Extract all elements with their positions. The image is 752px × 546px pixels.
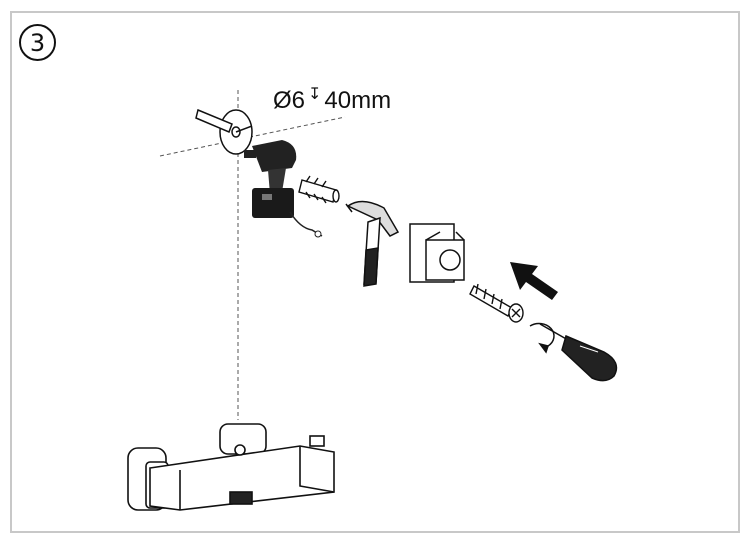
hammer-icon xyxy=(345,200,400,287)
step-number: 3 xyxy=(29,28,46,57)
screw-icon xyxy=(469,283,524,323)
drill-bit-icon xyxy=(195,108,253,155)
drill-diameter: Ø6 xyxy=(273,87,306,114)
depth-symbol: ↧ xyxy=(308,86,322,103)
step-number-badge: 3 xyxy=(19,24,56,61)
diagram-frame xyxy=(10,11,740,533)
shower-mixer-icon xyxy=(127,423,335,511)
power-drill-icon xyxy=(244,140,323,238)
drill-dimension-label: Ø6↧40mm xyxy=(273,84,391,115)
wall-plug-icon xyxy=(298,175,340,204)
mounting-bracket-icon xyxy=(409,223,465,283)
arrow-icon xyxy=(510,262,558,300)
screwdriver-icon xyxy=(529,322,618,382)
guide-lines xyxy=(159,90,346,420)
drill-depth: 40mm xyxy=(324,87,392,114)
